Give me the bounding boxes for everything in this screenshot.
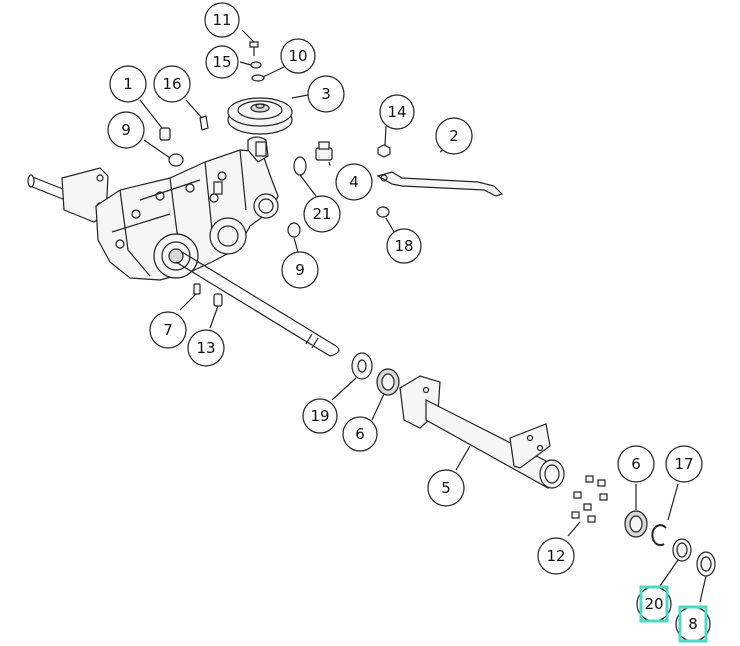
- callout-circle: [303, 195, 341, 233]
- callout-number: 2: [449, 127, 459, 145]
- snap-ring-17: [651, 524, 667, 547]
- callout-circle: [187, 329, 225, 367]
- callout-circle: [280, 38, 316, 74]
- callout-9: 9: [281, 251, 319, 289]
- callout-7: 7: [149, 311, 187, 349]
- washer-20: [672, 538, 692, 562]
- callout-13: 13: [187, 329, 225, 367]
- callout-circle: [537, 537, 575, 575]
- plug-9-upper: [168, 153, 184, 167]
- callout-number: 10: [288, 47, 307, 65]
- o-ring-21: [293, 156, 307, 176]
- callout-number: 19: [310, 407, 329, 425]
- callout-number: 6: [355, 425, 365, 443]
- callout-number: 1: [123, 75, 133, 93]
- callout-number: 6: [631, 455, 641, 473]
- callout-group: 11 15 10 1 16 3 14 2 9 4 21 18 9 7 13 19 6 5 6 17 12 20 8: [107, 2, 711, 642]
- callout-circle: [307, 75, 345, 113]
- callout-16: 16: [153, 65, 191, 103]
- callout-circle: [665, 445, 703, 483]
- callout-circle: [204, 2, 240, 38]
- highlight-box-20: [639, 585, 669, 623]
- callout-number: 8: [688, 615, 698, 633]
- callout-17: 17: [665, 445, 703, 483]
- lever-arm-2: [376, 171, 504, 197]
- washer-10: [251, 74, 265, 82]
- transaxle-housing: [27, 136, 279, 281]
- callout-circle: [281, 251, 319, 289]
- callout-circle: [386, 228, 422, 264]
- callout-15: 15: [205, 45, 239, 79]
- highlight-group: [639, 585, 708, 643]
- callout-circle: [435, 117, 473, 155]
- bearing-6-left: [376, 368, 400, 396]
- callout-number: 14: [387, 103, 406, 121]
- callout-11: 11: [204, 2, 240, 38]
- callout-14: 14: [379, 94, 415, 130]
- callout-9: 9: [107, 111, 145, 149]
- callout-number: 17: [674, 455, 693, 473]
- callout-circle: [107, 111, 145, 149]
- nut-14: [377, 144, 391, 158]
- washer-8: [696, 551, 716, 577]
- callout-number: 3: [321, 85, 331, 103]
- callout-number: 5: [441, 479, 451, 497]
- callout-1: 1: [109, 65, 147, 103]
- callout-2: 2: [435, 117, 473, 155]
- callout-number: 18: [394, 237, 413, 255]
- callout-20: 20: [636, 586, 672, 622]
- axle-tube-5: [399, 375, 565, 489]
- callout-6: 6: [617, 445, 655, 483]
- callout-5: 5: [427, 469, 465, 507]
- bolts-12: [571, 475, 608, 523]
- callout-number: 9: [295, 261, 305, 279]
- callout-21: 21: [303, 195, 341, 233]
- callout-12: 12: [537, 537, 575, 575]
- callout-circle: [109, 65, 147, 103]
- bushing-13: [213, 293, 223, 307]
- callout-circle: [302, 398, 338, 434]
- callout-circle: [335, 163, 373, 201]
- callout-number: 7: [163, 321, 173, 339]
- callout-number: 9: [121, 121, 131, 139]
- callout-number: 13: [196, 339, 215, 357]
- callout-4: 4: [335, 163, 373, 201]
- axle-shaft: [175, 251, 340, 357]
- nut-18: [376, 206, 390, 218]
- pulley-3: [227, 97, 293, 135]
- washer-15: [250, 61, 262, 69]
- plug-4: [315, 141, 333, 161]
- callout-circle: [427, 469, 465, 507]
- callout-6: 6: [342, 416, 378, 452]
- callout-number: 12: [546, 547, 565, 565]
- callout-circle: [149, 311, 187, 349]
- callout-number: 11: [212, 11, 231, 29]
- callout-number: 15: [212, 53, 231, 71]
- pin-7: [193, 283, 201, 295]
- callout-circle: [205, 45, 239, 79]
- callout-10: 10: [280, 38, 316, 74]
- callout-number: 4: [349, 173, 359, 191]
- callout-circle: [153, 65, 191, 103]
- washer-19: [351, 352, 373, 380]
- callout-number: 21: [312, 205, 331, 223]
- plug-9-lower: [287, 222, 301, 238]
- callout-number: 20: [644, 595, 663, 613]
- callout-circle: [617, 445, 655, 483]
- bolt-11: [249, 41, 259, 56]
- callout-number: 16: [162, 75, 181, 93]
- callout-circle: [379, 94, 415, 130]
- callout-circle: [342, 416, 378, 452]
- bearing-6-right: [624, 510, 648, 538]
- leader-lines: [139, 29, 707, 603]
- key-16: [199, 115, 209, 131]
- callout-18: 18: [386, 228, 422, 264]
- callout-19: 19: [302, 398, 338, 434]
- pin-1: [159, 127, 171, 141]
- callout-3: 3: [307, 75, 345, 113]
- highlight-box-8: [678, 605, 708, 643]
